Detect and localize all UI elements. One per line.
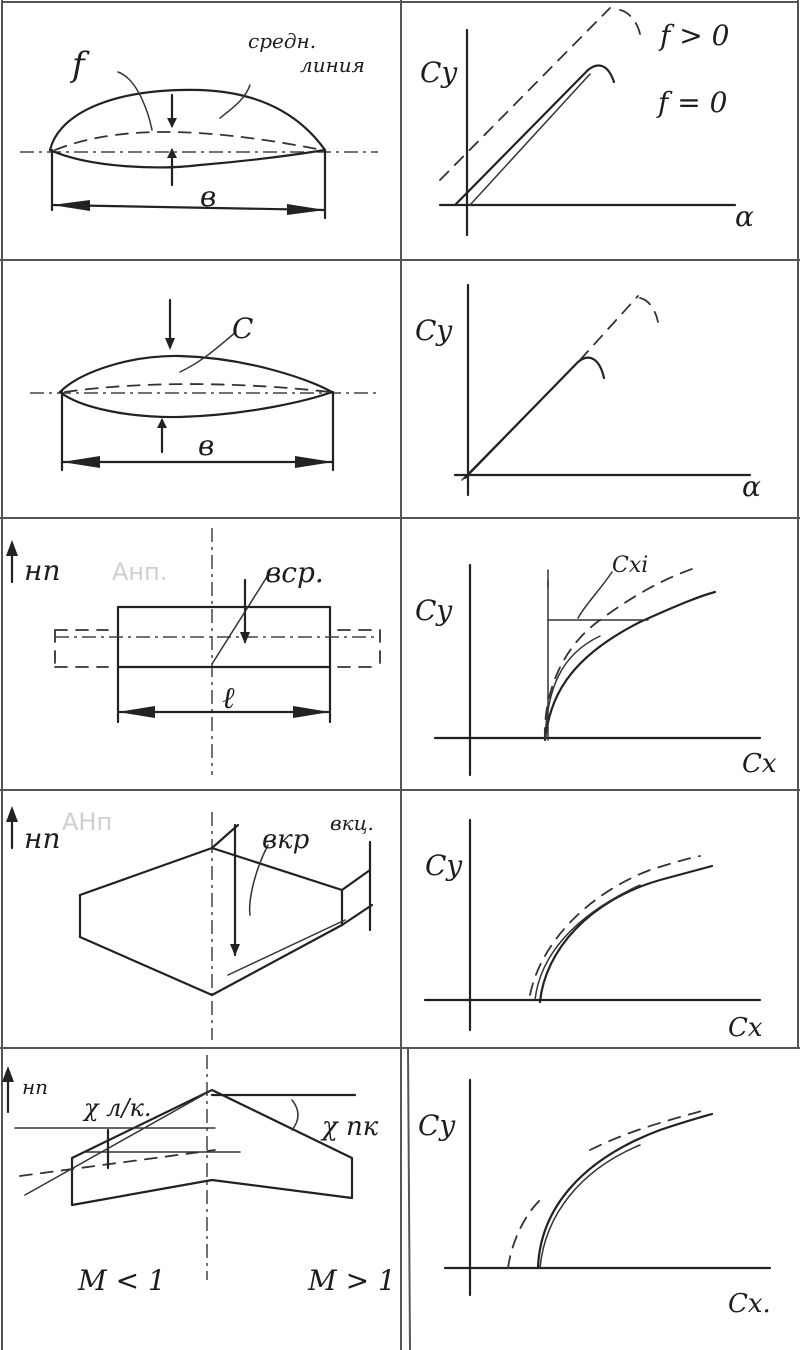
flow-direction-label-5: нп (22, 1075, 48, 1099)
tip-chord-label: вкц. (330, 811, 374, 835)
leading-sweep-label: χ л/к. (82, 1094, 152, 1122)
flow-direction-label-4: нп (24, 822, 60, 855)
y-axis-label-1: Cy (420, 56, 458, 89)
cy-cx-polar-tapered: Cy Cx (423, 818, 763, 1043)
span-label: ℓ (222, 681, 235, 716)
tapered-wing-sketch: нп АНп вкр вкц. (6, 806, 374, 1040)
y-axis-label-4: Cy (425, 849, 463, 882)
x-axis-label-4: Cx (728, 1013, 763, 1043)
curve-label-f-positive: f > 0 (658, 19, 729, 52)
x-axis-label-2: α (742, 470, 761, 503)
midline-label-2: линия (300, 53, 365, 77)
thickness-label: C (232, 312, 253, 345)
y-axis-label-2: Cy (415, 314, 453, 347)
camber-label: f (69, 45, 90, 85)
flow-direction-label-3: нп (24, 554, 60, 587)
midline-label-1: средн. (248, 29, 316, 53)
x-axis-label-3: Cx (742, 749, 777, 779)
curve-label-f-zero: f = 0 (656, 86, 727, 119)
cy-cx-polar-rectangular: Cy Cx Cxi (415, 553, 777, 779)
symmetric-airfoil-sketch: C в (30, 298, 378, 472)
mean-chord-label: вср. (265, 556, 324, 589)
rectangular-wing-sketch: нп Анп. вср. ℓ (6, 528, 381, 775)
y-axis-label-3: Cy (415, 594, 453, 627)
mach-subsonic-label: M < 1 (77, 1264, 166, 1297)
y-axis-label-5: Cy (418, 1109, 456, 1142)
flow-direction-faint-4: АНп (62, 808, 112, 836)
swept-wing-sketch: нп χ л/к. χ пк M < 1 M > 1 (2, 1055, 396, 1297)
root-chord-label: вкр (262, 825, 310, 855)
cy-alpha-chart-symmetric: Cy α (415, 283, 761, 503)
x-axis-label-1: α (735, 200, 754, 233)
cambered-airfoil-sketch: f средн. линия в (20, 29, 378, 220)
flow-direction-faint-3: Анп. (112, 558, 167, 586)
mach-supersonic-label: M > 1 (307, 1264, 396, 1297)
chord-label: в (200, 180, 216, 213)
cy-cx-polar-swept: Cy Cx. (418, 1078, 772, 1319)
trailing-sweep-label: χ пк (320, 1112, 379, 1142)
x-axis-label-5: Cx. (728, 1289, 771, 1319)
cy-alpha-chart-cambered: Cy α f > 0 f = 0 (420, 7, 754, 237)
induced-drag-label: Cxi (612, 553, 648, 578)
chord-label-2: в (198, 429, 214, 462)
